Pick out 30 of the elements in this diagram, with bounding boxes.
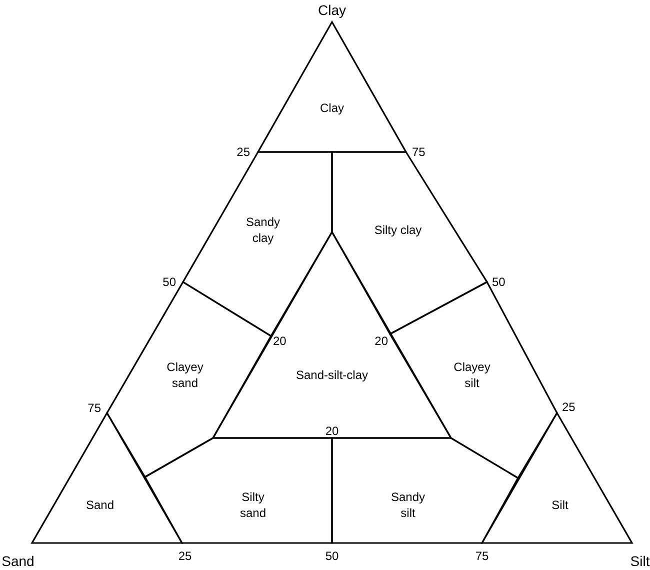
axis-tick-label: 25 [236, 146, 250, 158]
classification-region [332, 438, 518, 543]
axis-tick-label: 50 [162, 276, 176, 288]
region-name: Sandy silt [390, 489, 426, 521]
axis-tick-label: 25 [178, 550, 192, 562]
classification-region [258, 22, 406, 152]
axis-tick-label: 75 [88, 402, 101, 414]
region-name: Silt [552, 497, 568, 513]
axis-tick-label: 20 [325, 425, 339, 437]
region-name: Clayey silt [452, 359, 492, 391]
classification-region [32, 413, 182, 543]
corner-label: Clay [318, 3, 346, 17]
region-name: Sand-silt-clay [296, 367, 368, 383]
region-name: Sand [86, 497, 114, 513]
axis-tick-label: 20 [374, 335, 388, 347]
corner-label: Silt [630, 554, 650, 568]
region-name: Silty sand [238, 489, 268, 521]
region-name: Sandy clay [244, 214, 282, 246]
classification-region [482, 413, 632, 543]
axis-tick-label: 25 [562, 401, 576, 413]
axis-tick-label: 50 [325, 550, 339, 562]
axis-tick-label: 50 [492, 276, 506, 288]
region-name: Silty clay [374, 222, 422, 238]
region-name: Clay [320, 100, 344, 116]
region-name: Clayey sand [166, 359, 204, 391]
axis-tick-label: 75 [475, 550, 489, 562]
axis-tick-label: 20 [273, 335, 286, 347]
classification-region [145, 438, 332, 543]
axis-tick-label: 75 [412, 146, 426, 158]
corner-label: Sand [2, 554, 34, 568]
